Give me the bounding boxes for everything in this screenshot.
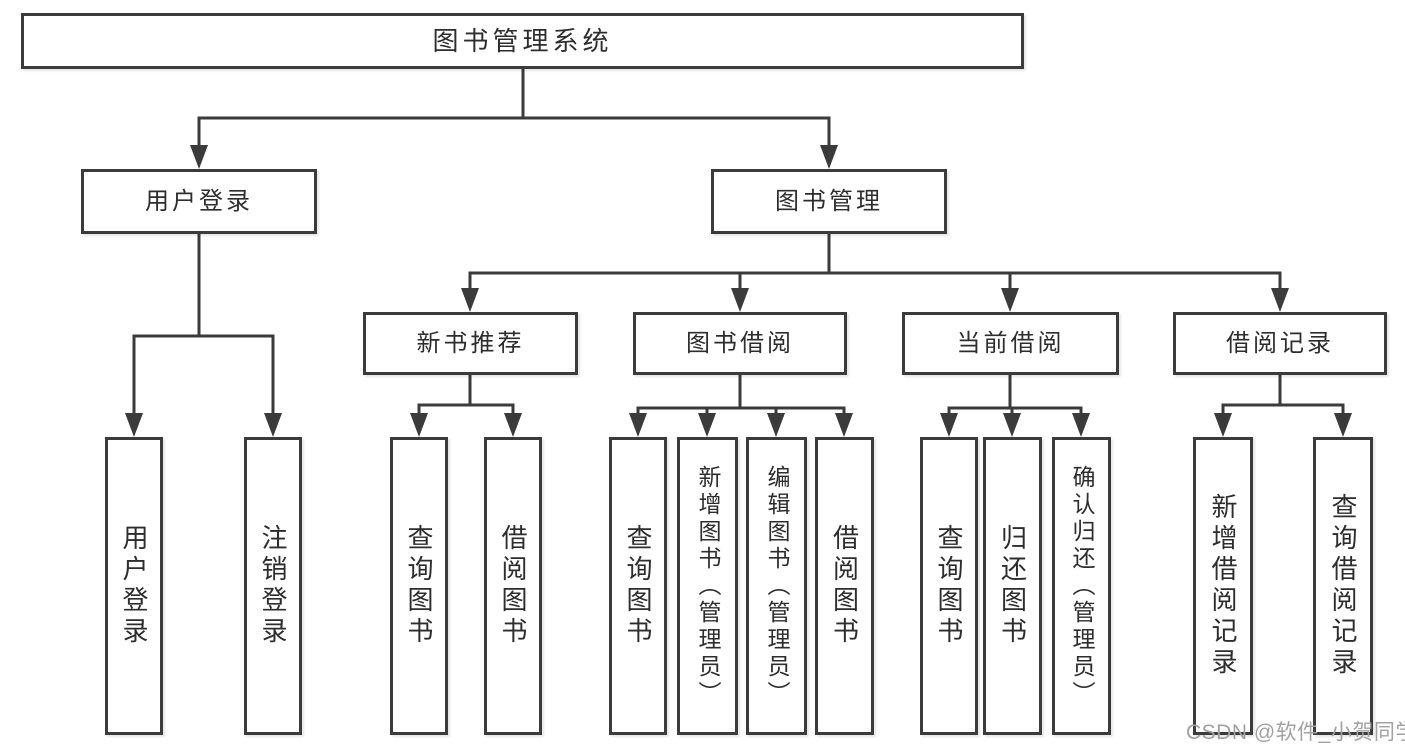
node-label: 用户登录 [119,524,149,648]
node-label: 归还图书 [997,524,1028,648]
leaf-user-login: 用户登录 [105,437,163,735]
node-label: 注销登录 [258,524,288,648]
node-book-management: 图书管理 [711,169,947,234]
node-current-borrowing: 当前借阅 [902,312,1119,375]
leaf-add-book-admin: 新增图书（管理员） [677,437,738,735]
node-label: 图书借阅 [686,329,794,357]
node-book-borrowing: 图书借阅 [633,312,847,375]
node-label: 图书管理 [775,187,883,215]
leaf-borrow-books-2: 借阅图书 [815,437,874,735]
leaf-logout-login: 注销登录 [244,437,302,735]
node-system: 图书管理系统 [21,13,1024,69]
node-label: 借阅图书 [829,524,860,648]
node-label: 确认归还（管理员） [1069,464,1095,708]
node-label: 新增借阅记录 [1208,493,1238,679]
node-new-book-recommend: 新书推荐 [363,312,578,375]
node-label: 新书推荐 [416,329,525,357]
node-label: 查询图书 [934,524,964,648]
node-label: 图书管理系统 [432,26,613,56]
node-label: 借阅图书 [498,524,528,648]
node-label: 编辑图书（管理员） [764,464,790,708]
node-borrowing-records: 借阅记录 [1173,312,1387,375]
node-label: 借阅记录 [1226,329,1334,357]
leaf-confirm-return-admin: 确认归还（管理员） [1052,437,1111,735]
leaf-add-borrow-record: 新增借阅记录 [1193,437,1253,735]
leaf-query-books-3: 查询图书 [920,437,978,735]
leaf-return-books: 归还图书 [983,437,1042,735]
leaf-edit-book-admin: 编辑图书（管理员） [746,437,807,735]
node-label: 新增图书（管理员） [695,464,721,708]
leaf-borrow-books-1: 借阅图书 [484,437,542,735]
watermark: CSDN @软件_小贺同学 [1186,721,1405,744]
leaf-query-books-2: 查询图书 [609,437,667,735]
node-label: 用户登录 [145,187,253,215]
leaf-query-books-1: 查询图书 [390,437,448,735]
node-user-login: 用户登录 [81,169,317,234]
node-label: 查询图书 [404,524,434,648]
node-label: 查询图书 [623,524,653,648]
node-label: 当前借阅 [956,329,1065,357]
node-label: 查询借阅记录 [1328,493,1358,679]
leaf-query-borrow-record: 查询借阅记录 [1313,437,1373,735]
